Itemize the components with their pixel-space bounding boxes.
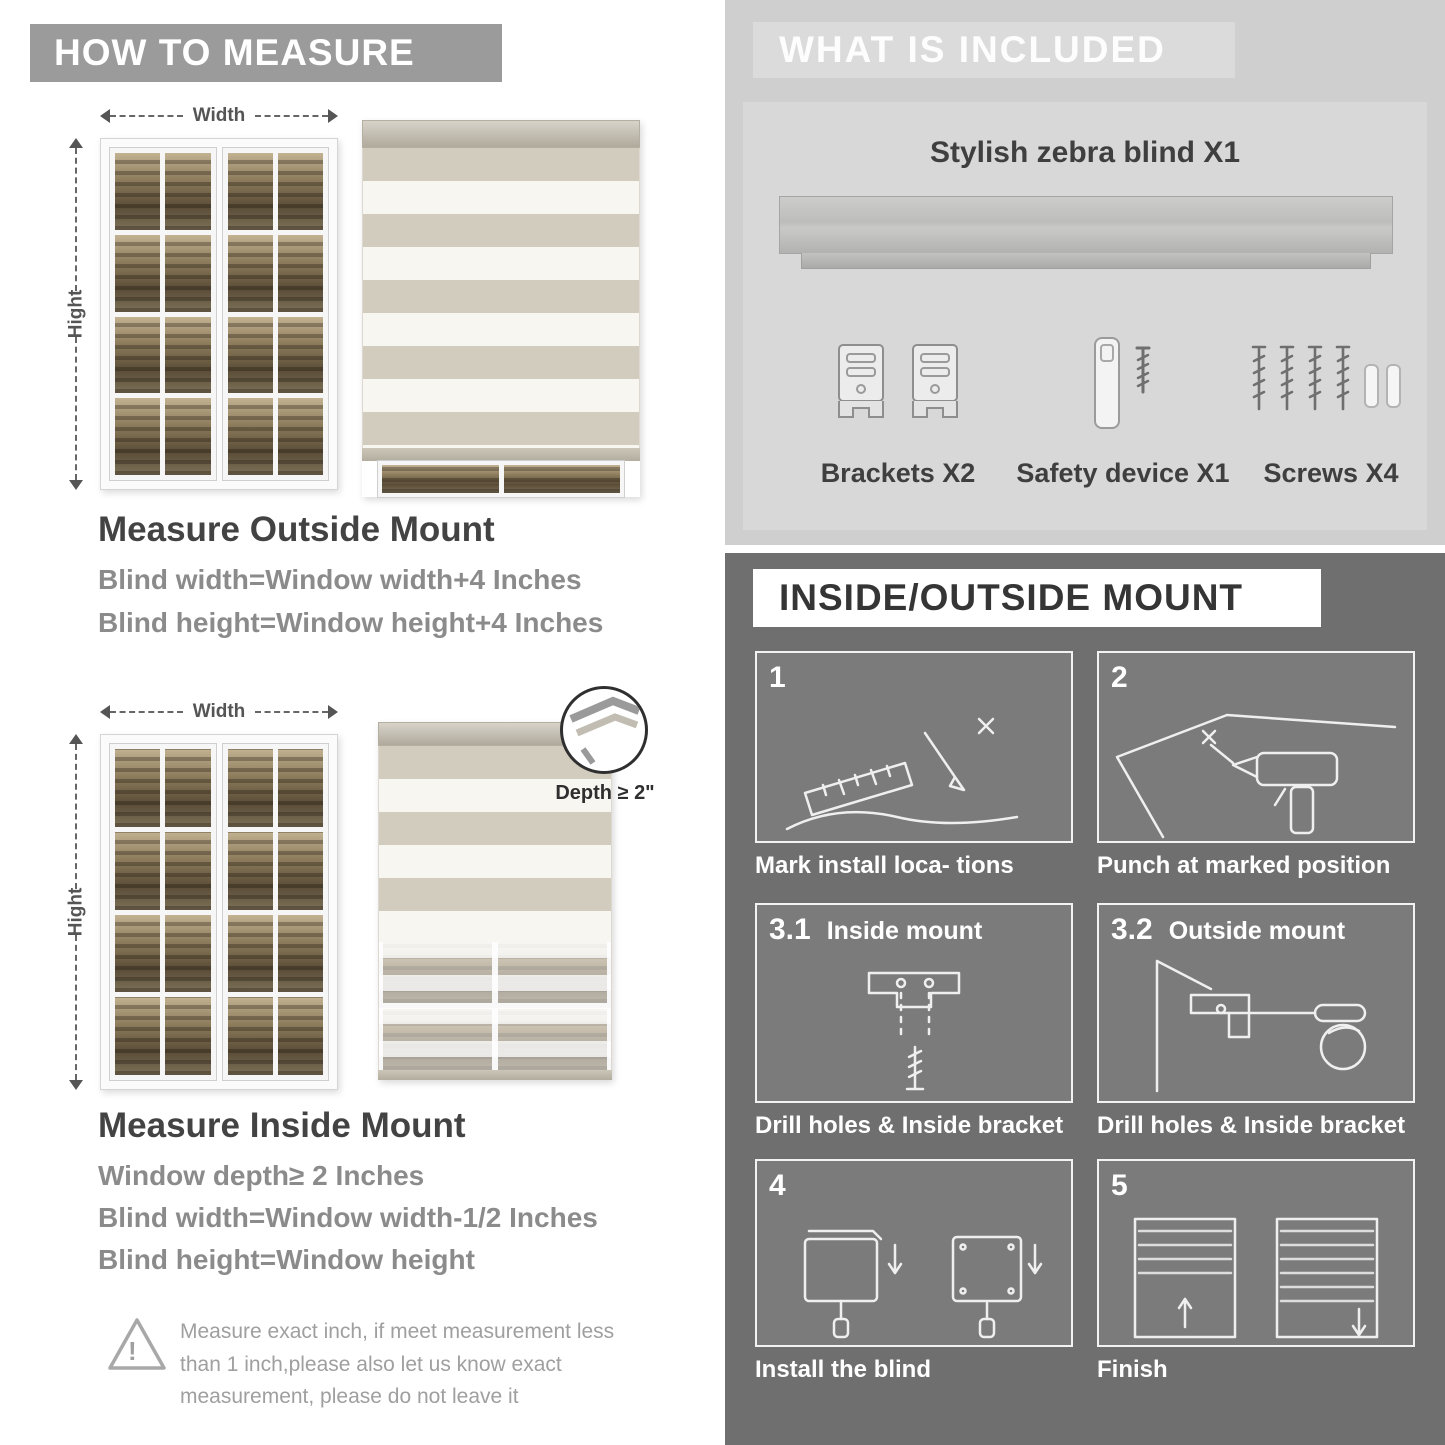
screws-label: Screws X4 bbox=[1263, 458, 1399, 488]
brackets-icons bbox=[783, 320, 1013, 450]
bracket-screw-icon bbox=[867, 971, 961, 1091]
blind-bottomrail bbox=[362, 448, 640, 461]
blind-rail-illustration bbox=[779, 196, 1393, 254]
step-number: 1 bbox=[769, 661, 786, 694]
blind-headrail bbox=[362, 120, 640, 148]
product-label: Stylish zebra blind X1 bbox=[929, 136, 1241, 169]
bracket-icon bbox=[912, 344, 958, 418]
step-3-2: 3.2 Outside mount Drill holes & Inside b… bbox=[1097, 903, 1415, 1140]
inside-formula-width: Blind width=Window width-1/2 Inches bbox=[98, 1202, 598, 1233]
screw-set-icon bbox=[1251, 345, 1401, 411]
height-label: Hight bbox=[65, 289, 87, 339]
window-illustration-inside bbox=[100, 734, 338, 1090]
arrow-down-icon bbox=[69, 480, 83, 490]
step-3-1: 3.1 Inside mount Drill holes & Inside br… bbox=[755, 903, 1073, 1140]
width-label: Width bbox=[192, 105, 246, 126]
outside-mount-title: Measure Outside Mount bbox=[98, 510, 495, 549]
arrow-down-icon bbox=[69, 1080, 83, 1090]
warning-exclamation: ! bbox=[128, 1336, 137, 1366]
window-corner-icon bbox=[569, 696, 641, 765]
arrow-right-icon bbox=[328, 705, 338, 719]
blind-stripes bbox=[362, 148, 640, 448]
mount-guide-panel: INSIDE/OUTSIDE MOUNT 1 Mark install loca… bbox=[725, 553, 1445, 1445]
arrow-left-icon bbox=[100, 109, 110, 123]
height-arrow-outside: Hight bbox=[62, 138, 90, 490]
included-inner-panel: Stylish zebra blind X1 bbox=[743, 102, 1427, 530]
warning-text: Measure exact inch, if meet measurement … bbox=[180, 1320, 615, 1409]
blind-stripes bbox=[378, 746, 612, 942]
warning-triangle-icon: ! bbox=[104, 1314, 170, 1376]
width-arrow-outside: Width bbox=[100, 102, 338, 130]
bracket-icon bbox=[838, 344, 884, 418]
install-blind-icon bbox=[803, 1229, 1043, 1339]
step-1: 1 Mark install loca- tions bbox=[755, 651, 1073, 880]
outside-formula-width: Blind width=Window width+4 Inches bbox=[98, 564, 582, 595]
mount-guide-header: INSIDE/OUTSIDE MOUNT bbox=[753, 569, 1321, 627]
depth-callout-label: Depth ≥ 2" bbox=[555, 782, 655, 804]
safety-device-icon bbox=[1094, 337, 1151, 429]
blind-rail-lower bbox=[801, 253, 1371, 269]
height-arrow-inside: Hight bbox=[62, 734, 90, 1090]
safety-device-icons bbox=[1023, 320, 1223, 450]
brackets-label: Brackets X2 bbox=[820, 458, 976, 488]
outside-formula-height: Blind height=Window height+4 Inches bbox=[98, 607, 604, 638]
drill-icon bbox=[1115, 713, 1397, 839]
step-2: 2 Punch at marked position bbox=[1097, 651, 1415, 880]
depth-callout-circle bbox=[560, 686, 648, 774]
width-arrow-inside: Width bbox=[100, 698, 338, 726]
width-label: Width bbox=[192, 701, 246, 722]
zebra-blind-outside bbox=[362, 120, 640, 498]
included-header: WHAT IS INCLUDED bbox=[753, 22, 1235, 78]
inside-formula-height: Blind height=Window height bbox=[98, 1244, 475, 1275]
ruler-pencil-icon bbox=[785, 717, 1019, 831]
finished-blinds-icon bbox=[1133, 1217, 1379, 1339]
step-4: 4 Install the blind bbox=[755, 1159, 1073, 1384]
inside-mount-title: Measure Inside Mount bbox=[98, 1106, 466, 1145]
zebra-blind-inside bbox=[378, 722, 612, 1080]
bracket-screwdriver-icon bbox=[1155, 959, 1367, 1093]
arrow-up-icon bbox=[69, 138, 83, 148]
step-caption: Mark install loca- tions bbox=[755, 852, 1014, 879]
blind-sheer-section bbox=[378, 942, 612, 1070]
step-5: 5 Finish bbox=[1097, 1159, 1415, 1384]
arrow-left-icon bbox=[100, 705, 110, 719]
inside-formula-depth: Window depth≥ 2 Inches bbox=[98, 1160, 425, 1191]
height-label: Hight bbox=[65, 887, 87, 937]
arrow-up-icon bbox=[69, 734, 83, 744]
included-panel: WHAT IS INCLUDED Stylish zebra blind X1 bbox=[725, 0, 1445, 545]
safety-device-label: Safety device X1 bbox=[1016, 458, 1230, 488]
window-below-blind bbox=[377, 460, 625, 498]
screws-icons bbox=[1233, 320, 1423, 450]
blind-bottomrail bbox=[378, 1070, 612, 1080]
arrow-right-icon bbox=[328, 109, 338, 123]
window-illustration-outside bbox=[100, 138, 338, 490]
how-to-measure-header: HOW TO MEASURE bbox=[30, 24, 502, 82]
